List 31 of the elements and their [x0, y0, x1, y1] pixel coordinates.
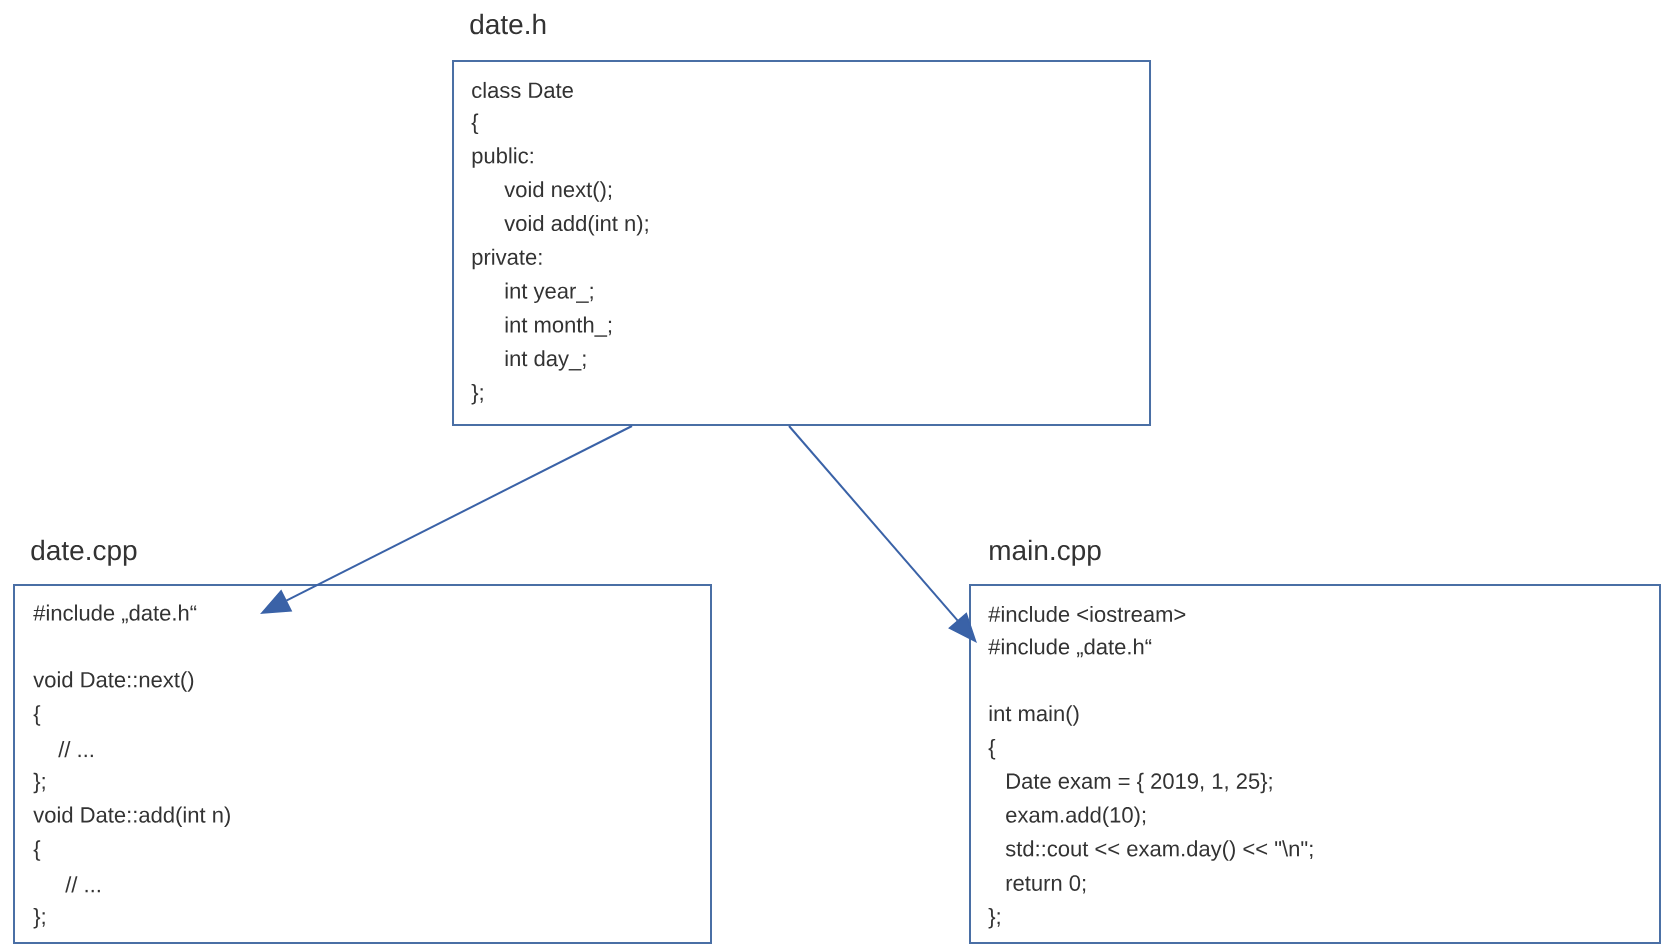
code-line: };: [33, 907, 45, 929]
code-line: // ...: [58, 741, 93, 758]
code-line: int day_;: [505, 350, 586, 371]
code-line: std::cout << exam.day() << "\n";: [1005, 840, 1313, 861]
code-line: int year_;: [505, 282, 593, 304]
code-line: void Date::add(int n): [33, 806, 230, 828]
code-line: private:: [472, 248, 542, 270]
code-line: {: [33, 705, 41, 726]
code-line: class Date: [472, 81, 573, 99]
code-line: {: [471, 113, 479, 135]
code-line: // ...: [65, 876, 100, 893]
file-name-heading: main.cpp: [990, 539, 1101, 566]
code-line: void Date::next(): [33, 671, 194, 692]
code-line: #include <iostream>: [988, 605, 1186, 623]
file-name-heading: date.cpp: [31, 539, 137, 566]
code-line: };: [471, 383, 483, 405]
code-line: void add(int n);: [504, 214, 648, 236]
code-line: #include „date.h“: [33, 604, 197, 624]
code-line: };: [33, 772, 45, 794]
file-name-heading: date.h: [470, 13, 546, 35]
code-line: Date exam = { 2019, 1, 25};: [1007, 772, 1272, 794]
code-line: public:: [472, 147, 533, 168]
code-line: {: [988, 738, 996, 760]
code-line: void next();: [504, 181, 612, 202]
code-line: };: [988, 907, 1000, 929]
code-line: exam.add(10);: [1006, 806, 1146, 828]
code-line: int main(): [989, 705, 1079, 726]
code-line: return 0;: [1006, 875, 1086, 894]
code-line: int month_;: [505, 316, 612, 337]
code-line: {: [33, 840, 41, 861]
code-line: #include „date.h“: [988, 638, 1152, 658]
